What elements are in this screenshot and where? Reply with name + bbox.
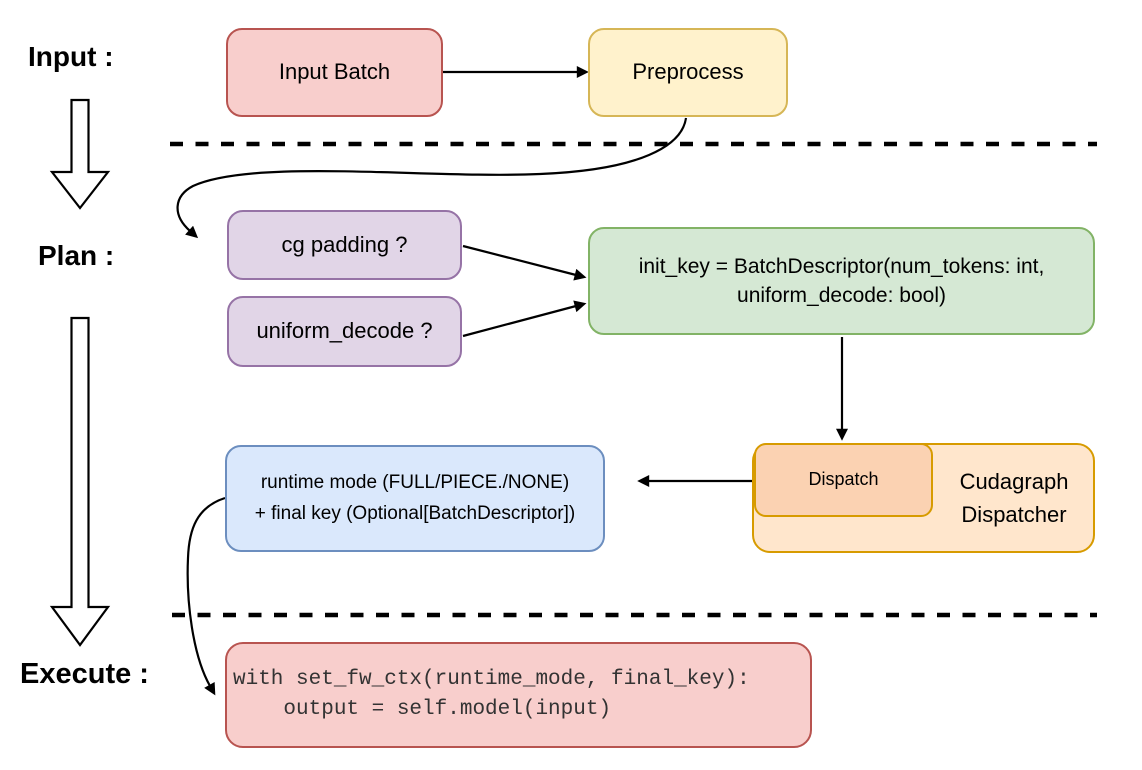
connector-runtime-mode-to-execute-code bbox=[186, 496, 226, 696]
stage-label-execute: Execute : bbox=[20, 658, 149, 690]
node-cg-padding: cg padding ? bbox=[227, 210, 462, 280]
node-uniform-decode-label: uniform_decode ? bbox=[256, 318, 433, 344]
node-init-key-line2: uniform_decode: bool) bbox=[737, 284, 946, 307]
stage-arrow-input-to-plan-icon bbox=[49, 98, 111, 210]
node-init-key-line1: init_key = BatchDescriptor(num_tokens: i… bbox=[638, 254, 1045, 278]
connector-cg-padding-to-init-key bbox=[462, 244, 587, 281]
node-runtime-mode-line1: runtime mode (FULL/PIECE./NONE) bbox=[260, 472, 570, 494]
connector-preprocess-to-cg-padding bbox=[176, 117, 688, 239]
node-runtime-mode: runtime mode (FULL/PIECE./NONE) + final … bbox=[225, 445, 605, 552]
connector-uniform-decode-to-init-key bbox=[462, 300, 587, 338]
node-preprocess: Preprocess bbox=[588, 28, 788, 117]
node-input-batch-label: Input Batch bbox=[278, 59, 391, 85]
node-dispatch: Dispatch bbox=[754, 443, 933, 517]
cudagraph-dispatcher-line2: Dispatcher bbox=[961, 502, 1067, 527]
stage-arrow-plan-to-execute-icon bbox=[49, 316, 111, 647]
stage-label-input: Input : bbox=[28, 41, 114, 72]
stage-label-plan: Plan : bbox=[38, 240, 115, 271]
node-runtime-mode-line2: + final key (Optional[BatchDescriptor]) bbox=[254, 502, 576, 524]
node-dispatch-label: Dispatch bbox=[808, 469, 879, 490]
node-input-batch: Input Batch bbox=[226, 28, 443, 117]
execute-code-line1: with set_fw_ctx(runtime_mode, final_key)… bbox=[233, 667, 750, 691]
node-init-key: init_key = BatchDescriptor(num_tokens: i… bbox=[588, 227, 1095, 335]
node-cg-padding-label: cg padding ? bbox=[281, 231, 408, 257]
node-execute-code: with set_fw_ctx(runtime_mode, final_key)… bbox=[225, 642, 812, 748]
cudagraph-dispatcher-line1: Cudagraph bbox=[959, 469, 1069, 494]
node-preprocess-label: Preprocess bbox=[632, 59, 744, 85]
node-cudagraph-dispatcher-label: Cudagraph Dispatcher bbox=[933, 447, 1095, 549]
execute-code-line2: output = self.model(input) bbox=[233, 698, 612, 721]
node-uniform-decode: uniform_decode ? bbox=[227, 296, 462, 367]
